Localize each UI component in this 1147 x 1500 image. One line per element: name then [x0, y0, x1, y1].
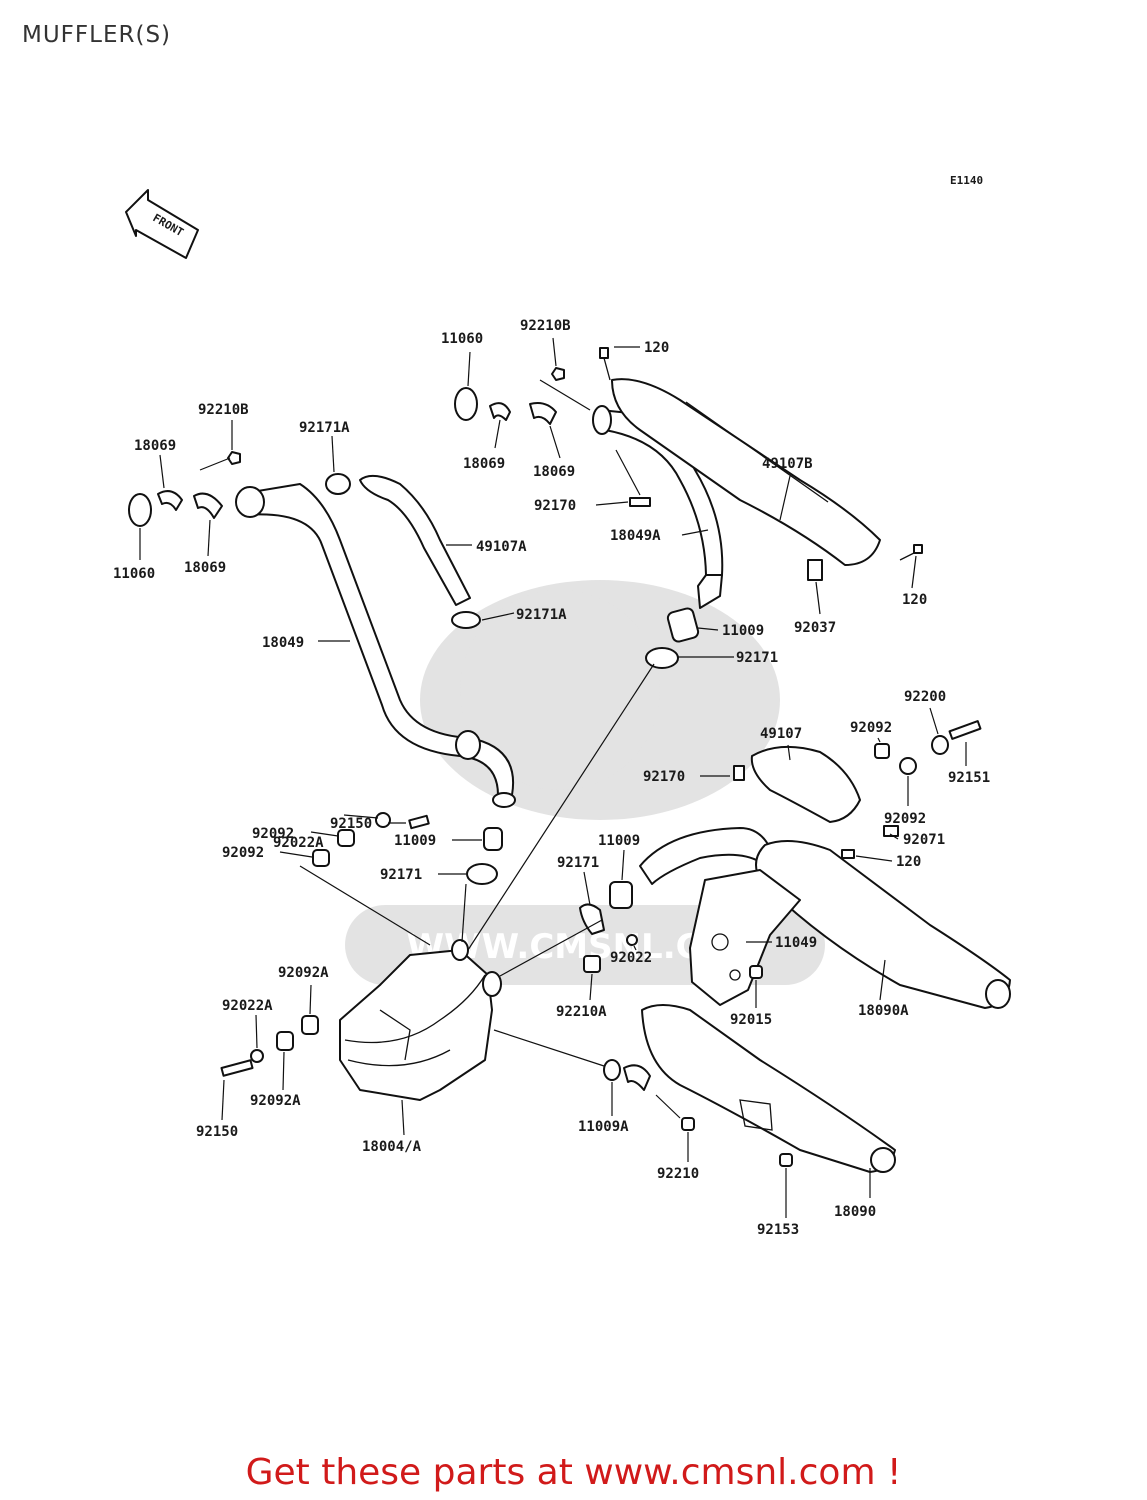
part-label: 18049	[262, 635, 304, 651]
front-arrow-icon: FRONT	[125, 189, 199, 259]
exhaust-pipe-18049	[235, 483, 516, 808]
part-label: 11060	[113, 566, 155, 582]
part-label: 92171	[557, 855, 599, 871]
part-label: 11060	[441, 331, 483, 347]
part-label: 92210A	[556, 1004, 607, 1020]
part-label: 92153	[757, 1222, 799, 1238]
muffler-box-18004A	[339, 939, 502, 1101]
part-label: 92210B	[198, 402, 249, 418]
part-label: 92071	[903, 832, 945, 848]
part-label: 92150	[196, 1124, 238, 1140]
part-label: 11049	[775, 935, 817, 951]
part-label: 92022A	[273, 835, 324, 851]
part-label: 92092	[884, 811, 926, 827]
part-label: 92210	[657, 1166, 699, 1182]
bracket-11049	[689, 869, 801, 1006]
hardware	[128, 347, 982, 1167]
part-label: 92015	[730, 1012, 772, 1028]
part-label: 18069	[134, 438, 176, 454]
part-label: 92092A	[278, 965, 329, 981]
part-label: 92171	[380, 867, 422, 883]
heat-guard-49107	[750, 745, 861, 823]
part-label: 120	[902, 592, 927, 608]
slip-joint-11009-upper	[666, 607, 700, 643]
part-labels: 11060 92210B 120 92210B 18069 92171A 180…	[113, 318, 990, 1238]
part-label: 18049A	[610, 528, 661, 544]
part-label: 120	[896, 854, 921, 870]
part-label: 18069	[533, 464, 575, 480]
part-label: 11009	[394, 833, 436, 849]
part-label: 18090A	[858, 1003, 909, 1019]
part-label: 92150	[330, 816, 372, 832]
part-label: 92210B	[520, 318, 571, 334]
part-label: 92170	[643, 769, 685, 785]
part-label: 92171A	[299, 420, 350, 436]
part-label: 92092	[222, 845, 264, 861]
part-label: 92092	[850, 720, 892, 736]
part-label: 18090	[834, 1204, 876, 1220]
part-label: 18069	[463, 456, 505, 472]
silencer-18090	[641, 1004, 896, 1173]
leader-lines	[139, 337, 967, 1218]
part-label: 11009	[722, 623, 764, 639]
heat-guard-49107B	[611, 378, 881, 566]
part-label: 92200	[904, 689, 946, 705]
part-label: 120	[644, 340, 669, 356]
part-label: 92151	[948, 770, 990, 786]
part-label: 49107B	[762, 456, 813, 472]
part-label: 49107A	[476, 539, 527, 555]
part-label: 11009	[598, 833, 640, 849]
page-title: MUFFLER(S)	[22, 22, 172, 48]
part-label: 92092	[252, 826, 294, 842]
part-label: 92037	[794, 620, 836, 636]
part-label: 92022	[610, 950, 652, 966]
clamp-92171-upper	[645, 647, 679, 669]
part-label: 92092A	[250, 1093, 301, 1109]
part-label: 92022A	[222, 998, 273, 1014]
part-label: 18069	[184, 560, 226, 576]
part-label: 11009A	[578, 1119, 629, 1135]
cta-link[interactable]: Get these parts at www.cmsnl.com !	[245, 1452, 902, 1493]
heat-guard-49107A	[359, 474, 471, 606]
part-label: 18004/A	[362, 1139, 422, 1155]
diagram-ref: E1140	[950, 174, 983, 187]
part-label: 92170	[534, 498, 576, 514]
part-label: 49107	[760, 726, 802, 742]
part-label: 92171A	[516, 607, 567, 623]
part-label: 92171	[736, 650, 778, 666]
